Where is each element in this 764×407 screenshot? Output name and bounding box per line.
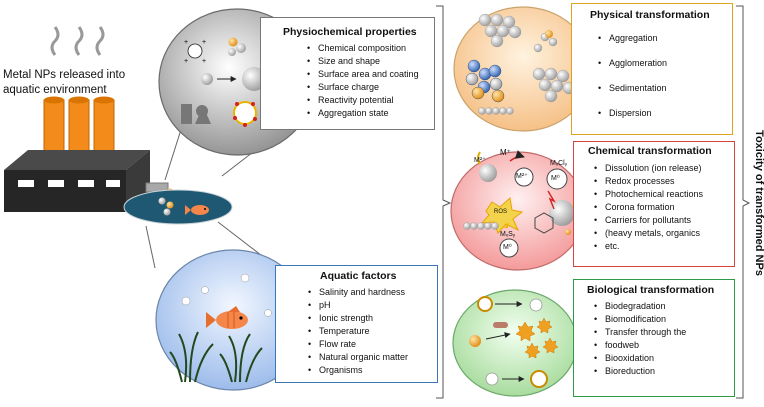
list-item: Carriers for pollutants: [592, 214, 703, 227]
list-item: Aggregation state: [305, 107, 419, 120]
label-m0-bottom: M⁰: [503, 244, 512, 251]
label-mxsy: MₓSᵧ: [500, 231, 516, 238]
list-item: Dissolution (ion release): [592, 162, 703, 175]
chemical-title: Chemical transformation: [588, 145, 712, 157]
list-item: Ionic strength: [306, 312, 408, 325]
aquatic-list: Salinity and hardness pH Ionic strength …: [306, 286, 408, 377]
list-item: Size and shape: [305, 55, 419, 68]
label-m0-top: M⁰: [551, 175, 560, 182]
biological-circle: [452, 289, 578, 397]
list-item: Transfer through the: [592, 326, 686, 339]
list-item: Flow rate: [306, 338, 408, 351]
label-mxcly: MₓClᵧ: [550, 160, 567, 167]
pond-illustration: [123, 189, 233, 225]
list-item: Temperature: [306, 325, 408, 338]
label-m2-plus-ball: M²⁺: [516, 173, 528, 180]
intro-text: Metal NPs released into aquatic environm…: [3, 68, 143, 98]
list-item: Sedimentation: [596, 76, 667, 101]
brace-left: [436, 5, 452, 399]
physiochem-list: Chemical composition Size and shape Surf…: [305, 42, 419, 120]
list-item: pH: [306, 299, 408, 312]
chemical-circle: [450, 150, 586, 271]
chemical-list: Dissolution (ion release) Redox processe…: [592, 162, 703, 253]
physical-list: Aggregation Agglomeration Sedimentation …: [596, 26, 667, 126]
intro-line-2: aquatic environment: [3, 84, 107, 96]
svg-text:+: +: [202, 39, 206, 46]
list-item: (heavy metals, organics: [592, 227, 703, 240]
list-item: Biodegradation: [592, 300, 686, 313]
brace-right: [736, 5, 751, 399]
list-item: Reactivity potential: [305, 94, 419, 107]
svg-text:+: +: [184, 58, 188, 65]
intro-line-1: Metal NPs released into: [3, 69, 126, 81]
physiochem-title: Physiochemical properties: [283, 26, 417, 38]
physical-circle: [453, 6, 593, 132]
biological-title: Biological transformation: [587, 284, 715, 296]
list-item: Natural organic matter: [306, 351, 408, 364]
list-item: Salinity and hardness: [306, 286, 408, 299]
physical-title: Physical transformation: [590, 9, 710, 21]
label-ros: ROS: [494, 209, 508, 215]
list-item: Organisms: [306, 364, 408, 377]
list-item: Photochemical reactions: [592, 188, 703, 201]
factory-icon: [4, 26, 179, 212]
list-item: Chemical composition: [305, 42, 419, 55]
aquatic-circle: [155, 249, 311, 391]
list-item: foodweb: [592, 339, 686, 352]
list-item: Surface area and coating: [305, 68, 419, 81]
label-m2-plus-left: M²⁺: [474, 157, 486, 164]
biological-list: Biodegradation Biomodification Transfer …: [592, 300, 686, 378]
label-m-plus: M⁺: [500, 148, 511, 157]
list-item: Biooxidation: [592, 352, 686, 365]
list-item: Agglomeration: [596, 51, 667, 76]
list-item: Dispersion: [596, 101, 667, 126]
list-item: etc.: [592, 240, 703, 253]
aquatic-title: Aquatic factors: [320, 270, 397, 282]
svg-text:+: +: [202, 58, 206, 65]
side-label: Toxicity of transformed NPs: [753, 130, 764, 276]
list-item: Surface charge: [305, 81, 419, 94]
list-item: Bioreduction: [592, 365, 686, 378]
svg-text:+: +: [184, 39, 188, 46]
list-item: Aggregation: [596, 26, 667, 51]
list-item: Biomodification: [592, 313, 686, 326]
list-item: Redox processes: [592, 175, 703, 188]
list-item: Corona formation: [592, 201, 703, 214]
